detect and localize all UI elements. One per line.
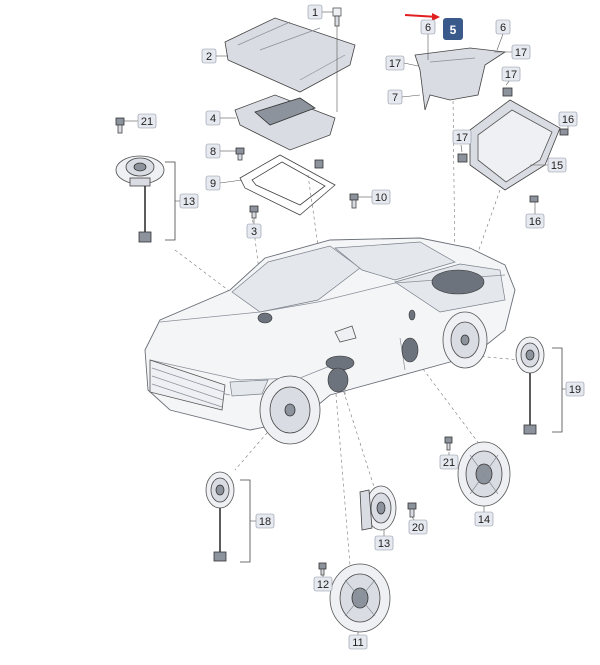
callout-3: 3 <box>251 226 257 238</box>
callout-17-lower: 17 <box>456 132 468 144</box>
callout-6-left: 6 <box>425 22 431 34</box>
callout-1: 1 <box>312 7 318 19</box>
callout-12: 12 <box>317 579 329 591</box>
woofer-front-assembly <box>318 562 391 633</box>
callout-16-lower: 16 <box>529 216 541 228</box>
woofer-rear-assembly <box>444 436 511 507</box>
callout-16-upper: 16 <box>562 114 574 126</box>
callout-17-upper: 17 <box>505 69 517 81</box>
callout-11: 11 <box>352 637 363 649</box>
tweeter-left-assembly <box>115 117 180 243</box>
vehicle-illustration <box>144 237 516 445</box>
callout-2: 2 <box>206 51 212 63</box>
callout-14: 14 <box>478 514 490 526</box>
callout-17-right: 17 <box>515 47 527 59</box>
callout-21-lower: 21 <box>443 457 455 469</box>
tweeter-front-assembly <box>205 471 256 563</box>
callout-6-right: 6 <box>500 22 506 34</box>
tweeter-right-assembly <box>515 336 566 435</box>
callout-13-upper: 13 <box>183 196 195 208</box>
callout-13-lower: 13 <box>378 538 390 550</box>
control-unit-assembly <box>404 13 569 203</box>
callout-labels: 5 1 2 4 8 9 3 10 6 6 17 17 7 17 17 15 16 <box>137 4 585 650</box>
roof-console-assembly <box>224 7 359 219</box>
highlight-callout-box <box>443 18 463 40</box>
callout-8: 8 <box>210 146 216 158</box>
callout-7: 7 <box>392 92 398 104</box>
callout-9: 9 <box>210 178 216 190</box>
callout-19: 19 <box>569 384 581 396</box>
midrange-door-assembly <box>359 485 417 531</box>
callout-10: 10 <box>375 192 387 204</box>
callout-18: 18 <box>259 516 271 528</box>
callout-4: 4 <box>210 113 216 125</box>
callout-5: 5 <box>450 23 457 37</box>
callout-20: 20 <box>412 522 424 534</box>
callout-21-upper: 21 <box>141 116 153 128</box>
callout-15: 15 <box>551 160 563 172</box>
callout-17-left: 17 <box>389 58 401 70</box>
